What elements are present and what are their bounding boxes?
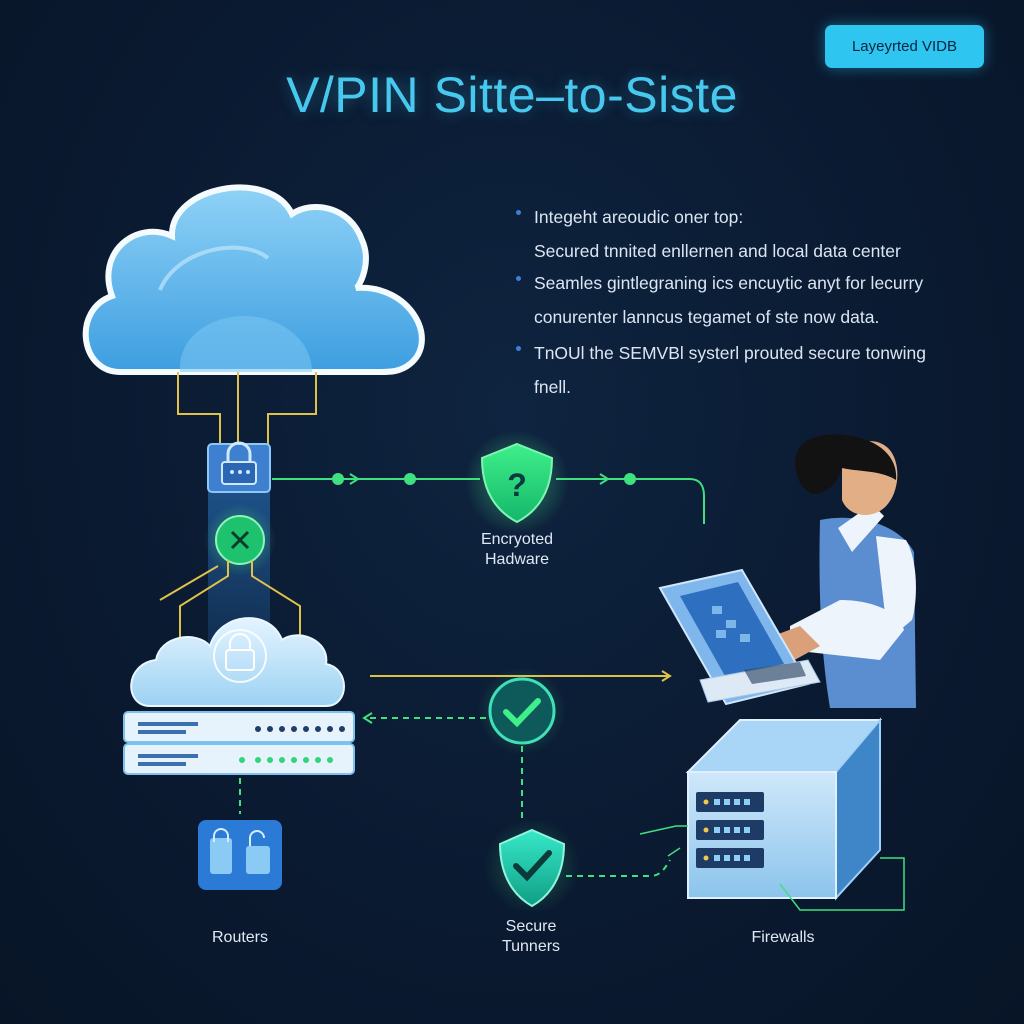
note-line: conurenter lanncus tegamet of ste now da… <box>534 307 880 327</box>
note-item: Seamles gintlegraning ics encuytic anyt … <box>514 266 994 334</box>
note-item: Integeht areoudic oner top: Secured tnni… <box>514 200 994 268</box>
cloud-icon <box>82 184 425 375</box>
lock-hub-icon <box>130 617 345 707</box>
server-icon <box>639 717 905 911</box>
note-line: Secured tnnited enllernen and local data… <box>534 241 901 261</box>
hub-wires <box>159 560 301 650</box>
layer-badge: Layeyrted VIDB <box>825 25 984 68</box>
page-title: V/PIN Sitte–to-Siste <box>286 67 738 123</box>
encrypted-hardware-label: Encryoted Hadware <box>462 530 572 570</box>
routers-label: Routers <box>211 929 269 946</box>
label-line: Secure <box>505 918 557 935</box>
secure-tunnels-label: Secure Tunners <box>476 917 586 957</box>
note-line: Seamles gintlegraning ics encuytic anyt … <box>534 273 924 293</box>
cloud-wires <box>177 372 317 448</box>
padlock-icon <box>207 441 271 493</box>
router-small-icon <box>198 820 282 890</box>
note-line: TnOUl the SEMVBl systerl prouted secure … <box>534 343 926 363</box>
firewalls-label: Firewalls <box>751 929 815 946</box>
label-line: Tunners <box>501 938 561 955</box>
note-line: fnell. <box>534 377 571 397</box>
label-line: Hadware <box>484 551 550 568</box>
x-circle-icon <box>204 504 276 576</box>
shield-question-icon: ? <box>465 430 569 534</box>
note-line: Integeht areoudic oner top: <box>534 207 744 227</box>
label-line: Encryoted <box>480 531 554 548</box>
shield-check-icon <box>484 818 580 914</box>
svg-text:?: ? <box>507 467 527 503</box>
person-laptop-icon <box>658 434 916 708</box>
note-item: TnOUl the SEMVBl systerl prouted secure … <box>514 336 994 404</box>
bullet-icon <box>516 210 521 215</box>
encrypted-link <box>272 473 705 524</box>
checkmark-circle-icon <box>478 667 566 755</box>
bullet-icon <box>516 346 521 351</box>
bullet-icon <box>516 276 521 281</box>
router-icon <box>123 711 355 775</box>
return-link <box>239 712 671 877</box>
